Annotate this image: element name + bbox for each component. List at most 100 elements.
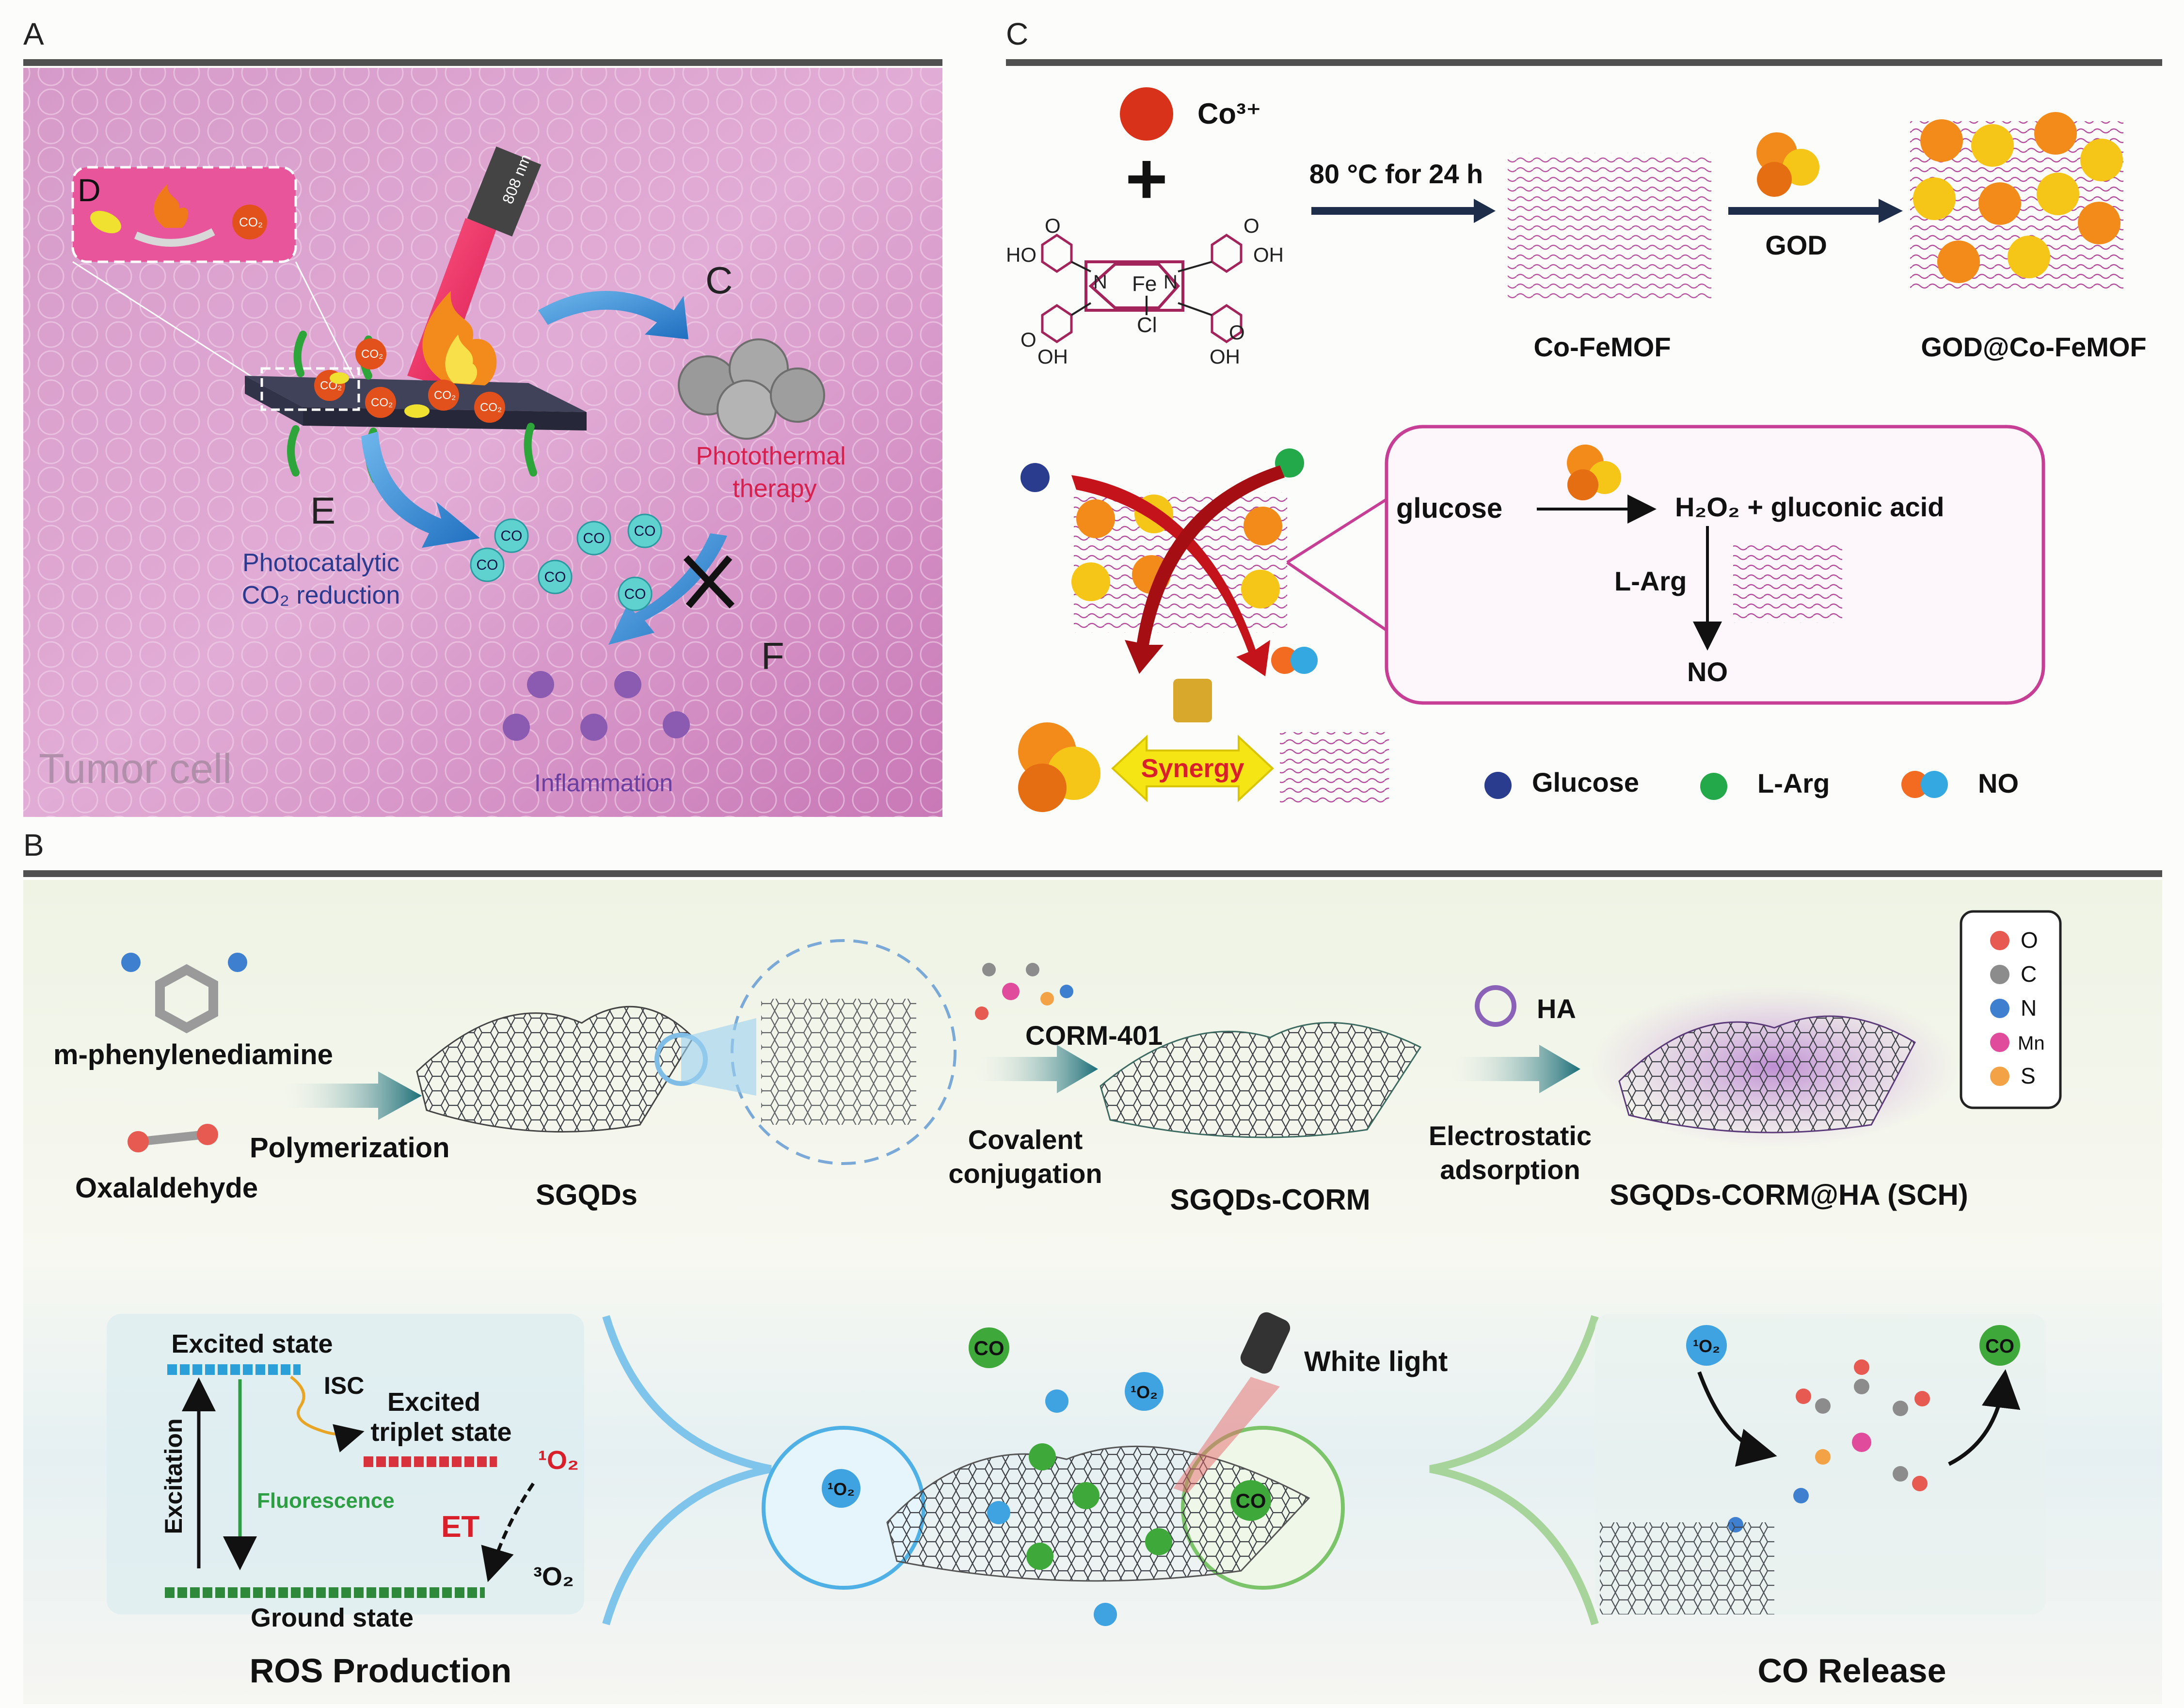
triplet-o2-label: ³O₂ [533,1562,574,1591]
n-atom [1060,985,1073,998]
tumor-cell-label: Tumor cell [39,746,232,792]
co-ball [1072,1482,1100,1509]
co-bubbles: CO CO CO CO CO CO [470,513,662,611]
l-arg-ball-icon [1275,448,1304,478]
singlet-o2-zoom-ring [762,1426,925,1590]
co-ligand [1815,1398,1831,1414]
porphyrin-ring [1088,263,1180,309]
o-atom [1914,1391,1930,1406]
block-x-icon [683,555,735,608]
isc-label: ISC [324,1372,364,1399]
mof-composite-icon [1071,465,1287,676]
atom-legend-o-swatch [1990,931,2009,950]
co-bubble [538,559,573,594]
reactant-arrow [1697,1371,1777,1467]
atom-legend-c-swatch [1990,965,2009,984]
co-label: CO [544,569,566,585]
excited-state-label: Excited state [171,1329,333,1358]
inset-connector-2 [295,261,357,383]
l-arg-label: L-Arg [1614,566,1687,596]
co-label: CO [477,557,498,573]
legend-no-swatch [1901,771,1929,798]
co-product-label: CO [1985,1336,2014,1357]
covalent-line-1: Covalent [968,1124,1083,1155]
o-atom [1854,1359,1869,1375]
inset-arrow-icon [134,228,215,247]
m-phenylenediamine-molecule [121,953,247,1034]
catalyst-particle-icon [404,404,430,418]
glucose-label: glucose [1396,493,1502,524]
n-atom [228,953,247,972]
synergy-icon: Synergy [1018,679,1389,812]
o-atom [128,1131,149,1152]
enzyme-subunit [1783,149,1819,186]
inflammation-label: Inflammation [534,769,673,797]
center-sheet [886,1445,1310,1582]
synergy-arrow [1111,734,1274,802]
legend-glucose-label: Glucose [1532,767,1639,798]
ring-bond [1070,302,1092,316]
legend-no-swatch [1921,771,1948,798]
inset-d-letter: D [78,172,101,208]
co-bubble [576,521,611,556]
co-femof-label: Co-FeMOF [1533,332,1671,362]
co-ball [1145,1528,1172,1555]
panel-c-rule [1006,59,2162,66]
cobalt-ion-icon [1120,87,1173,141]
adsorption-arrow-icon [1450,1045,1580,1093]
benzene-ring [1211,233,1243,273]
singlet-o2-ball-label: ¹O₂ [1131,1382,1158,1402]
mn-atom [1002,983,1020,1000]
electrostatic-line-2: adsorption [1440,1154,1580,1185]
carboxyl-o-label: O [1020,328,1036,351]
co-ball [1029,1443,1056,1470]
bond [138,1130,207,1146]
god-enzyme-icon [1756,132,1819,197]
block-x-stroke [685,555,733,608]
co2-ball [365,387,396,418]
panel-a-rule [23,59,942,66]
cobalt-ion-label: Co³⁺ [1197,97,1261,130]
mechanism-box [1385,425,2045,705]
ros-diagram: Excited state ISC Excited triplet state … [107,1314,584,1632]
panel-a: A D CO₂ 808 nm [23,16,942,817]
enzyme-cluster [1971,124,2014,167]
n-atom [1793,1488,1809,1503]
co-bubble [494,518,529,553]
benzene-ring [1041,303,1073,344]
no-product-label: NO [1687,656,1728,687]
catalyst-particle-icon [330,372,349,384]
co2-label: CO₂ [361,348,383,361]
carboxyl-oh-label: OH [1210,345,1240,368]
enzyme-cluster [1243,507,1282,545]
c-atom [982,963,996,976]
isc-arrow-icon [290,1375,365,1453]
enzyme-cluster [1018,764,1067,812]
h2o2-label: H₂O₂ + gluconic acid [1675,492,1944,522]
no-ball-icon [1271,647,1298,674]
co-ball [969,1327,1009,1368]
fe-atom-label: Fe [1132,272,1157,296]
photothermal-line-2: therapy [733,475,816,503]
nanoparticle-sphere [717,380,777,440]
atom-legend-c-label: C [2021,961,2037,987]
ha-label: HA [1537,993,1576,1024]
co-bubble [470,547,505,582]
panel-b: B m-phenylenediamine Oxalaldehyde Polyme… [23,828,2162,1704]
n-atom-label: N [1164,271,1178,293]
product-arrow [1948,1369,2021,1466]
co-ligand [1893,1401,1908,1416]
panel-a-letter: A [23,16,44,51]
co2-label: CO₂ [371,396,393,409]
co2-molecules: CO₂ CO₂ CO₂ CO₂ CO₂ [314,338,505,423]
co-ball-label: CO [974,1337,1004,1359]
laser-body [467,146,542,237]
atom-legend-mn-label: Mn [2018,1033,2045,1054]
center-illustration: White light CO ¹O₂ ¹O₂ CO [602,1312,1599,1626]
inset-connector-1 [72,261,262,384]
ground-state-label: Ground state [251,1603,414,1632]
porphyrin-molecule: Fe N N Cl O HO O OH O OH O OH [1006,214,1284,368]
slab-highlight-box [260,367,360,411]
ros-production-label: ROS Production [250,1652,512,1690]
